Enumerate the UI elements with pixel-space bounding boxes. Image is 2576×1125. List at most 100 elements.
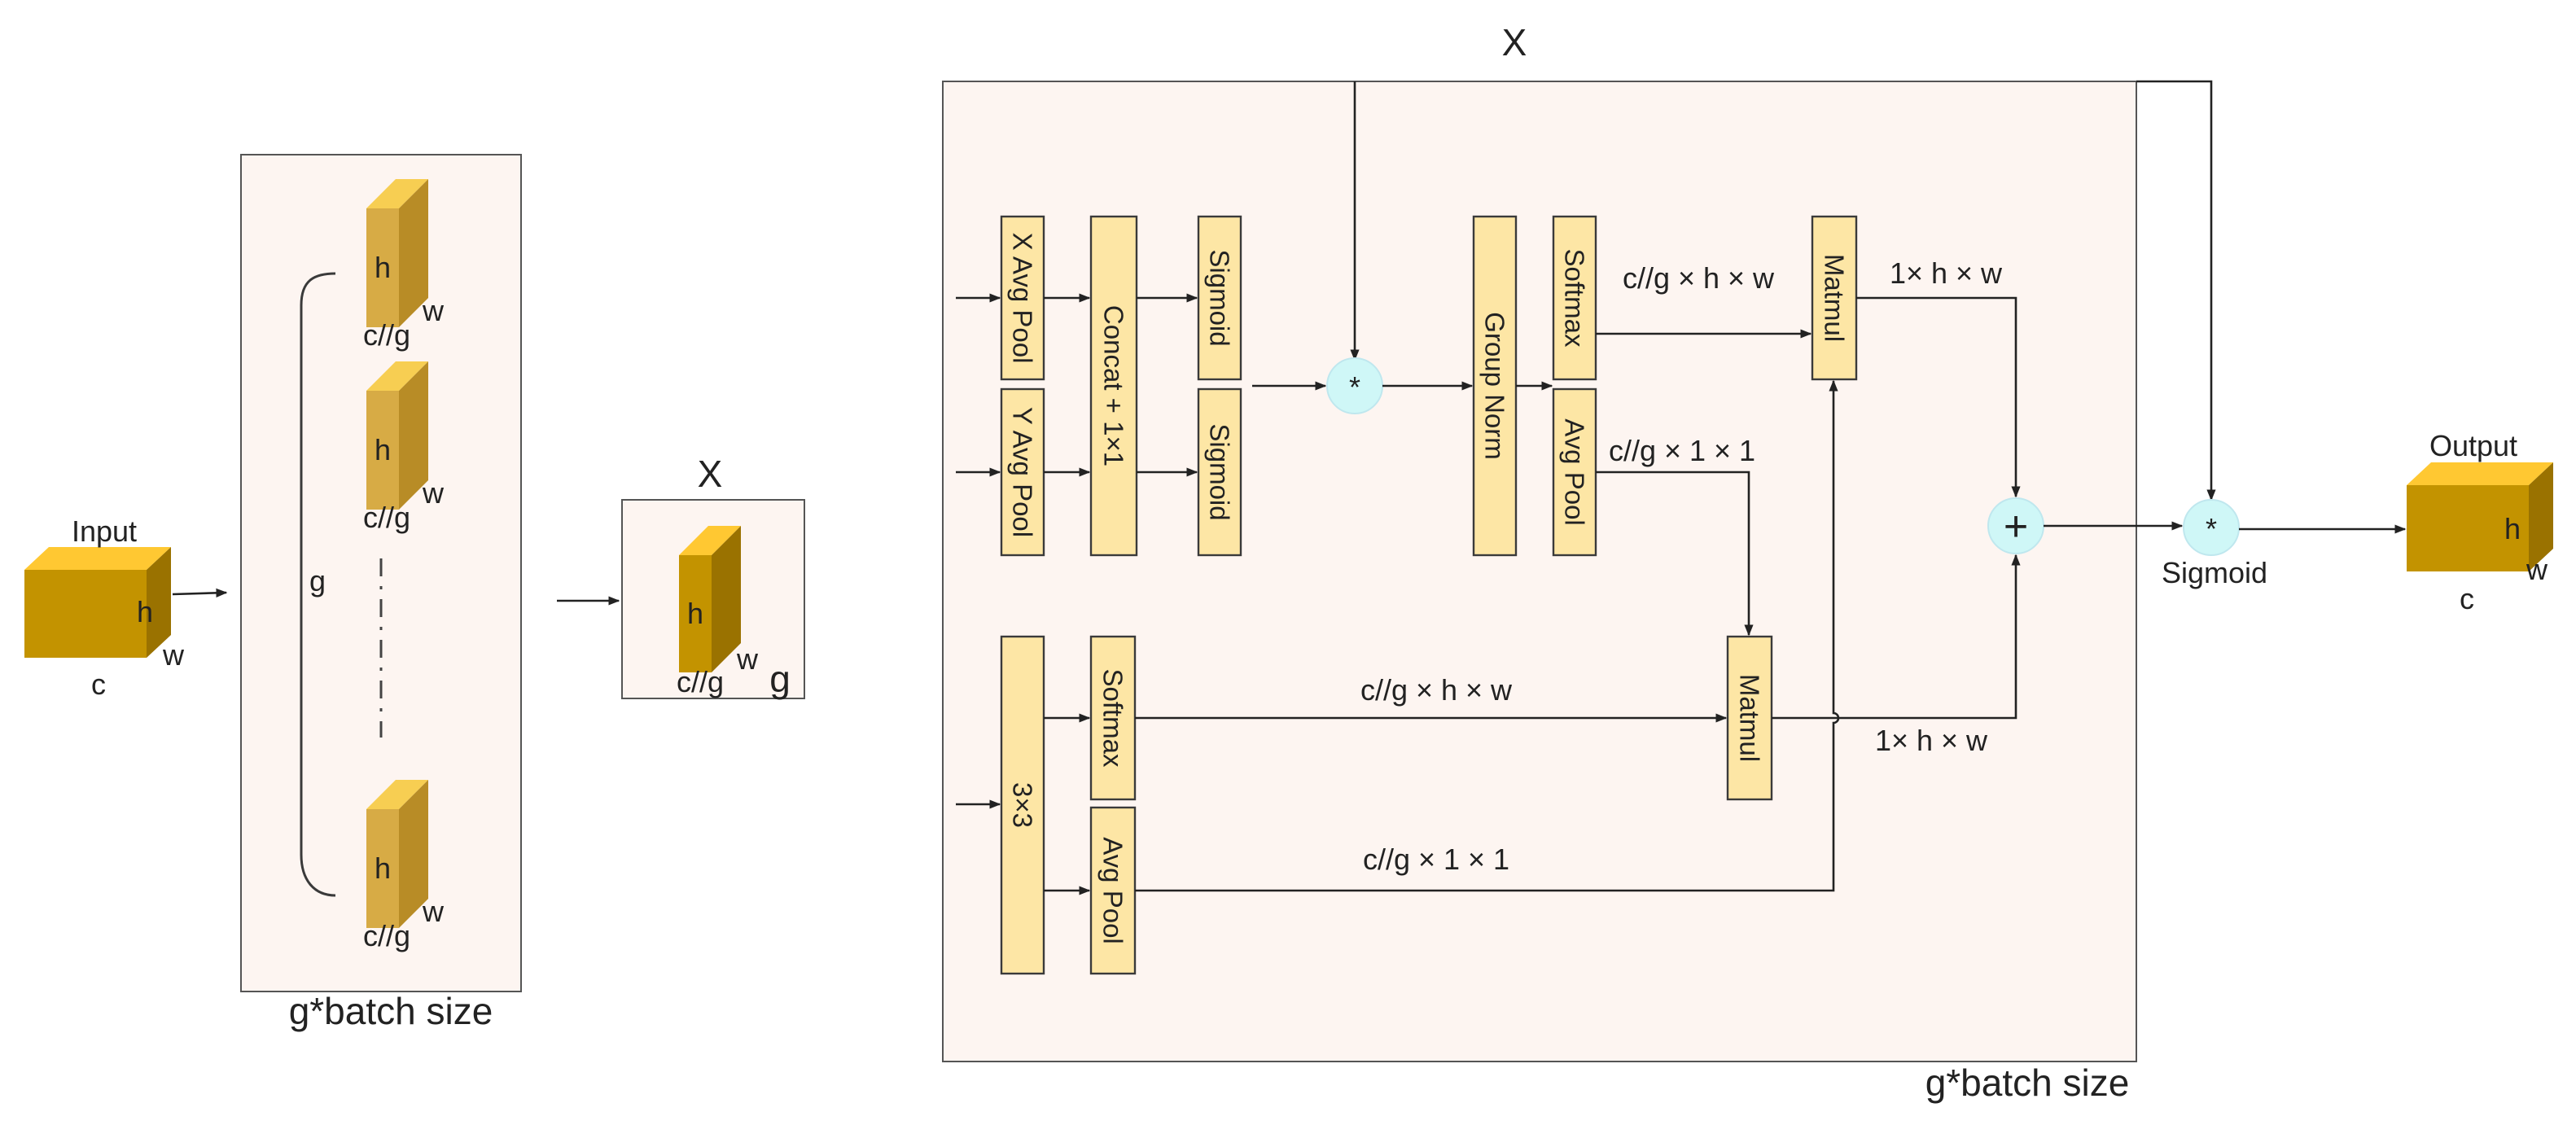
- avg-pool-bottom-label: Avg Pool: [1098, 837, 1128, 943]
- input-tensor: Input h w c: [24, 514, 185, 701]
- slice-top: [366, 361, 428, 391]
- softmax-bottom-label: Softmax: [1098, 668, 1128, 768]
- slice-side: [399, 361, 428, 510]
- input-h-label: h: [137, 595, 153, 628]
- matmul-top-to-add-arrow: [1856, 296, 2021, 498]
- output-title: Output: [2429, 429, 2517, 462]
- slice-w-label: w: [422, 476, 445, 510]
- x-group-g-label: g: [769, 658, 791, 700]
- slice-c-label: c//g: [363, 919, 410, 952]
- output-h-label: h: [2504, 512, 2521, 545]
- multiply-op-1: *: [1326, 357, 1383, 414]
- x-avg-pool-block: X Avg Pool: [1000, 215, 1045, 381]
- avg-pool-bottom-block: Avg Pool: [1089, 806, 1137, 975]
- input-c-label: c: [91, 668, 106, 701]
- grouping-panel: h w c//g h w c//g h w c//g g g*batch siz…: [240, 154, 522, 1032]
- x-skip-to-output-arrow: [2136, 80, 2216, 501]
- input-w-label: w: [162, 638, 185, 672]
- x-group-h-label: h: [687, 597, 703, 630]
- slice-h-label: h: [375, 851, 391, 885]
- softmax-top-label: Softmax: [1560, 248, 1590, 348]
- x-group-c-label: c//g: [677, 665, 724, 698]
- module-x-label: X: [1502, 21, 1527, 63]
- matmul-mid-to-add-arrow: [1772, 554, 2021, 720]
- input-cube-top: [24, 547, 171, 570]
- slice-c-label: c//g: [363, 318, 410, 352]
- matmul-top-label: Matmul: [1820, 254, 1850, 342]
- sigmoid-1-label: Sigmoid: [1205, 249, 1235, 346]
- slice-w-label: w: [422, 895, 445, 928]
- matmul-mid-block: Matmul: [1726, 635, 1773, 801]
- input-cube-side: [147, 547, 171, 658]
- x-avg-pool-box: [1000, 215, 1045, 381]
- avg-pool-top-label: Avg Pool: [1560, 418, 1590, 525]
- concat-block: Concat + 1×1: [1089, 215, 1138, 557]
- slice-side: [399, 780, 428, 928]
- slice-h-label: h: [375, 251, 391, 284]
- multiply-op-1-symbol: *: [1349, 370, 1360, 404]
- bottom-avgpool-dim-label: c//g × 1 × 1: [1363, 843, 1509, 876]
- output-w-label: w: [2526, 553, 2548, 586]
- slice-front: [366, 208, 399, 327]
- x-avg-pool-label: X Avg Pool: [1008, 233, 1038, 364]
- x-group-title: X: [698, 453, 723, 495]
- slice-front: [366, 809, 399, 928]
- conv3x3-label: 3×3: [1008, 782, 1038, 828]
- top-softmax-dim-label: c//g × h × w: [1623, 261, 1775, 295]
- matmul-mid-label: Matmul: [1735, 674, 1765, 762]
- sigmoid-2-box: [1197, 387, 1242, 557]
- module-panel-bg: [942, 81, 2137, 1062]
- slice-top: [366, 179, 428, 208]
- x-group-w-label: w: [736, 642, 759, 676]
- concat-label: Concat + 1×1: [1099, 305, 1129, 466]
- group-slice: h w c//g: [363, 179, 445, 352]
- slice-side: [399, 179, 428, 327]
- x-slice-top: [679, 526, 741, 555]
- output-tensor: Output h w c: [2407, 429, 2553, 615]
- output-c-label: c: [2460, 582, 2474, 615]
- conv3x3-box: [1000, 635, 1045, 975]
- group-norm-box: [1472, 215, 1518, 557]
- slice-front: [366, 391, 399, 510]
- matmul-mid-box: [1726, 635, 1773, 801]
- slice-top: [366, 780, 428, 809]
- x-slice-front: [679, 555, 712, 672]
- softmax-bottom-block: Softmax: [1089, 635, 1137, 801]
- sigmoid-2-label: Sigmoid: [1205, 423, 1235, 520]
- group-slice: h w c//g: [363, 780, 445, 952]
- matmul-top-box: [1811, 215, 1858, 381]
- sigmoid-op-label: Sigmoid: [2162, 556, 2267, 589]
- output-cube-top: [2407, 462, 2553, 485]
- mid-matmul-out-label: 1× h × w: [1875, 724, 1988, 757]
- avgpool-top-to-matmul-mid-arrow: [1596, 471, 1754, 637]
- multiply-op-2-circle: [2183, 499, 2240, 556]
- top-avgpool-dim-label: c//g × 1 × 1: [1609, 434, 1755, 467]
- slice-h-label: h: [375, 433, 391, 466]
- x-slice-side: [712, 526, 741, 672]
- output-cube-front: [2407, 485, 2529, 571]
- slice-w-label: w: [422, 294, 445, 327]
- concat-box: [1089, 215, 1138, 557]
- input-cube-front: [24, 570, 147, 658]
- add-op-symbol: +: [2004, 503, 2028, 550]
- y-avg-pool-block: Y Avg Pool: [1000, 387, 1045, 557]
- avg-pool-top-block: Avg Pool: [1552, 387, 1597, 557]
- y-avg-pool-box: [1000, 387, 1045, 557]
- sigmoid-1-box: [1197, 215, 1242, 381]
- softmax-bottom-box: [1089, 635, 1137, 801]
- attention-module: X g*batch size X Avg Pool Y Avg Pool Con…: [942, 21, 2216, 1104]
- sigmoid-1-block: Sigmoid: [1197, 215, 1242, 381]
- input-to-group-arrow: [172, 588, 228, 598]
- group-count-label: g: [309, 564, 326, 598]
- sigmoid-2-block: Sigmoid: [1197, 387, 1242, 557]
- output-cube-side: [2529, 462, 2553, 571]
- add-op: +: [1987, 497, 2044, 554]
- x-group-tensor: X h w c//g g: [621, 453, 805, 700]
- group-slice: h w c//g: [363, 361, 445, 534]
- multiply-op-2-symbol: *: [2206, 512, 2217, 545]
- top-matmul-out-label: 1× h × w: [1890, 256, 2003, 290]
- module-caption: g*batch size: [1925, 1062, 2130, 1104]
- group-norm-block: Group Norm: [1472, 215, 1518, 557]
- bottom-softmax-dim-label: c//g × h × w: [1360, 673, 1513, 707]
